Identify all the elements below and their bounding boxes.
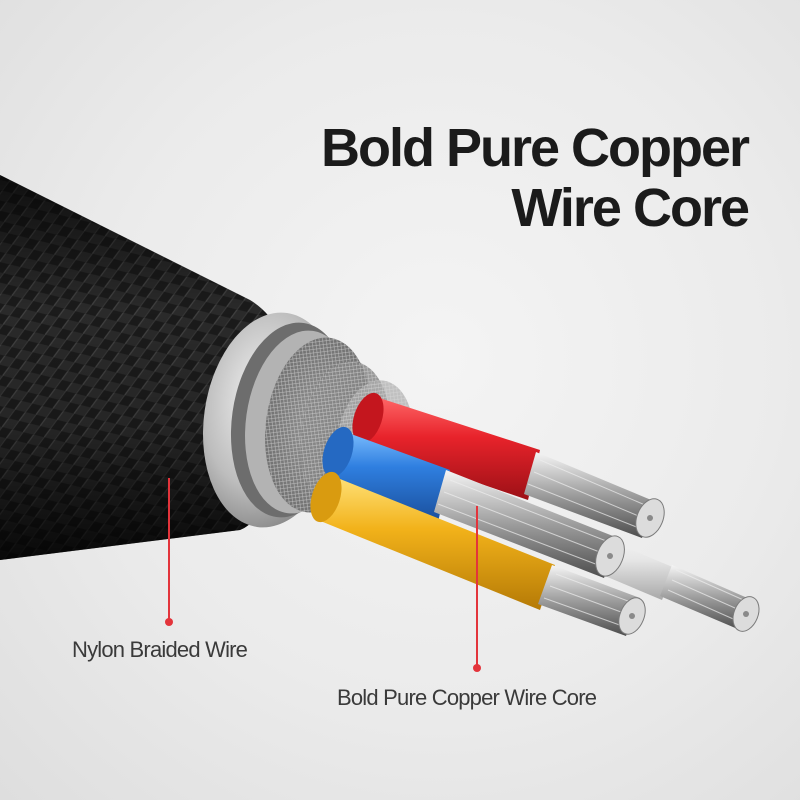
headline: Bold Pure Copper Wire Core: [148, 118, 750, 238]
headline-line-1: Bold Pure Copper: [320, 118, 750, 178]
red-wire: [352, 392, 665, 538]
nylon-braided-wire-label: Nylon Braided Wire: [72, 637, 248, 662]
blue-wire: [322, 426, 625, 578]
copper-wire-core-label: Bold Pure Copper Wire Core: [337, 685, 597, 710]
nylon-pointer: [165, 478, 173, 626]
yellow-wire: [310, 471, 646, 636]
copper-core-pointer: [473, 506, 481, 672]
headline-line-2: Wire Core: [511, 178, 750, 238]
